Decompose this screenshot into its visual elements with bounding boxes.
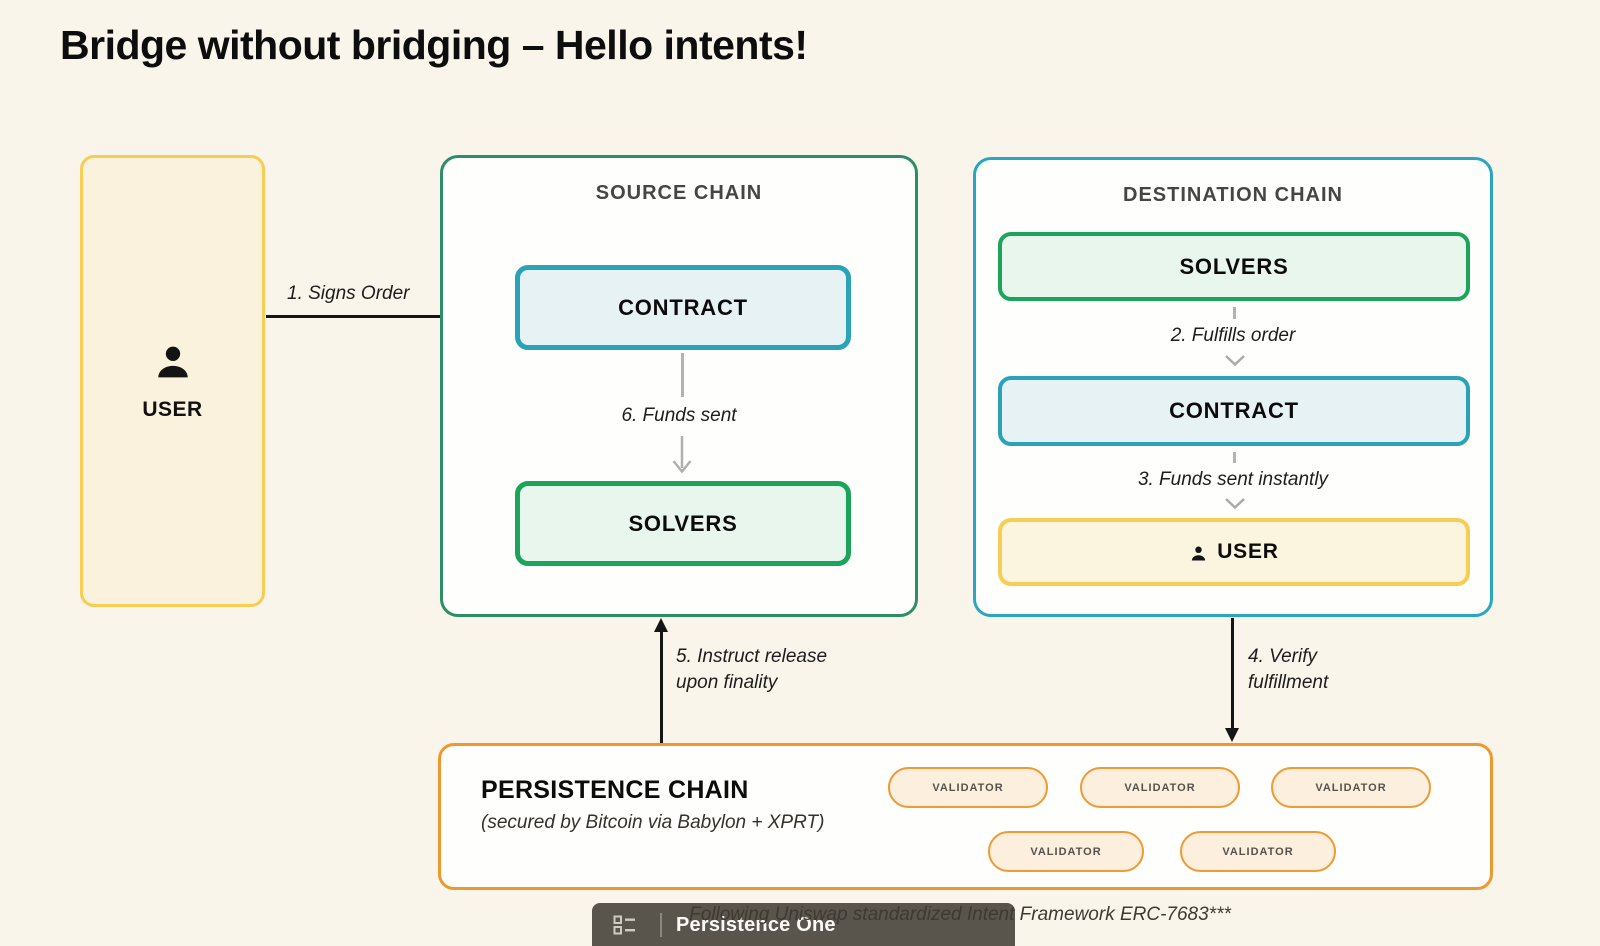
funds-instant-label: 3. Funds sent instantly [1137, 469, 1329, 490]
gray-chevron-down-icon [1224, 354, 1246, 372]
gray-chevron-down-icon [1224, 497, 1246, 515]
dest-user-label: USER [1217, 540, 1279, 563]
persistence-chain-subtitle: (secured by Bitcoin via Babylon + XPRT) [481, 812, 825, 833]
signs-order-arrow-line [266, 315, 504, 318]
user-panel: USER [80, 155, 265, 607]
dest-contract-node: CONTRACT [998, 376, 1470, 446]
dest-solvers-label: SOLVERS [1179, 253, 1289, 279]
source-contract-node: CONTRACT [515, 265, 851, 350]
arrow-label-verify-fulfillment: 4. Verify fulfillment [1248, 644, 1328, 696]
verify-fulfillment-arrow-line [1231, 618, 1234, 728]
validator-pill: VALIDATOR [1271, 767, 1431, 808]
persistence-logo-icon [613, 915, 640, 940]
arrowhead-down-icon [1225, 728, 1239, 742]
gray-arrow-down-icon [670, 434, 694, 485]
validator-pill: VALIDATOR [888, 767, 1048, 808]
source-solvers-node: SOLVERS [515, 481, 851, 566]
source-chain-title: SOURCE CHAIN [595, 182, 763, 204]
arrow-label-signs-order: 1. Signs Order [287, 283, 410, 304]
framework-note: Following Uniswap standardized Intent Fr… [689, 904, 1231, 925]
source-connector-line [681, 353, 684, 397]
page-title: Bridge without bridging – Hello intents! [60, 22, 808, 68]
validator-pill: VALIDATOR [988, 831, 1144, 872]
validator-pill: VALIDATOR [1180, 831, 1336, 872]
funds-sent-label: 6. Funds sent [621, 405, 737, 426]
person-icon [152, 341, 194, 388]
source-solvers-label: SOLVERS [628, 510, 738, 536]
arrowhead-up-icon [654, 618, 668, 632]
destination-chain-panel: DESTINATION CHAIN SOLVERS 2. Fulfills or… [973, 157, 1493, 617]
validator-pill: VALIDATOR [1080, 767, 1240, 808]
instruct-release-line2: upon finality [676, 672, 778, 693]
source-contract-label: CONTRACT [618, 294, 748, 320]
brand-bar: Persistence One [592, 903, 1015, 946]
dest-connector-line [1233, 307, 1236, 319]
brand-divider [660, 913, 662, 937]
verify-line2: fulfillment [1248, 672, 1329, 693]
dest-solvers-node: SOLVERS [998, 232, 1470, 301]
arrow-label-instruct-release: 5. Instruct release upon finality [676, 644, 827, 696]
destination-chain-title: DESTINATION CHAIN [1123, 184, 1343, 206]
instruct-release-arrow-line [660, 630, 663, 743]
dest-contract-label: CONTRACT [1169, 398, 1299, 423]
brand-name: Persistence One [676, 914, 836, 936]
persistence-chain-title: PERSISTENCE CHAIN [481, 776, 749, 804]
dest-connector-line [1233, 452, 1236, 463]
fulfills-order-label: 2. Fulfills order [1170, 325, 1296, 346]
user-label: USER [142, 397, 203, 421]
source-chain-panel: SOURCE CHAIN CONTRACT 6. Funds sent SOLV… [440, 155, 918, 617]
dest-user-node: USER [998, 518, 1470, 586]
persistence-chain-panel: PERSISTENCE CHAIN (secured by Bitcoin vi… [438, 743, 1493, 890]
verify-line1: 4. Verify [1248, 646, 1317, 667]
instruct-release-line1: 5. Instruct release [676, 646, 828, 667]
person-icon [1189, 542, 1208, 563]
